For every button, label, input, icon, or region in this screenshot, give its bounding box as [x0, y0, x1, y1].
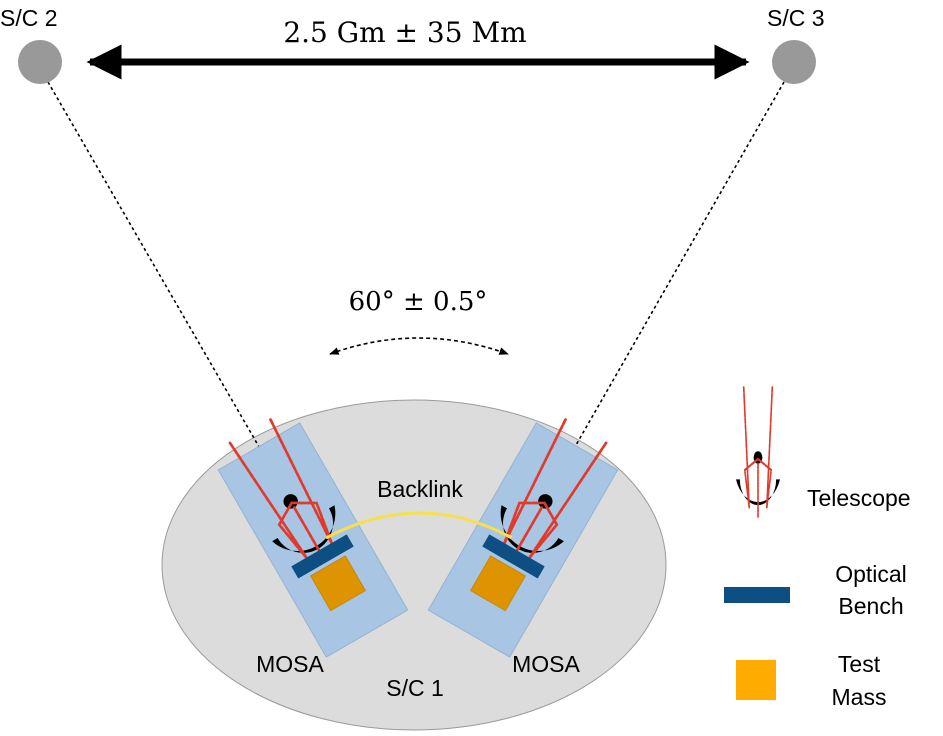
- label-mosa-right: MOSA: [512, 651, 580, 677]
- legend-test-mass-swatch: [736, 660, 776, 700]
- satellite-sc3: [772, 40, 816, 84]
- legend-test-mass-label-2: Mass: [832, 684, 887, 710]
- mosa-left: [217, 411, 409, 658]
- label-sc3: S/C 3: [767, 5, 825, 31]
- test-mass-left: [309, 555, 367, 612]
- mosa-right: [427, 411, 619, 658]
- legend-test-mass-label-1: Test: [838, 651, 881, 677]
- link-line-left: [47, 81, 263, 453]
- legend-optical-bench-swatch: [724, 587, 790, 603]
- legend-telescope-label: Telescope: [807, 485, 911, 511]
- optical-bench-left: [291, 534, 354, 579]
- legend-optical-bench-label-2: Bench: [838, 593, 903, 619]
- legend: Telescope Optical Bench Test Mass: [724, 386, 911, 710]
- label-distance: 2.5 Gm ± 35 Mm: [283, 16, 526, 49]
- label-sc2: S/C 2: [0, 5, 58, 31]
- satellite-sc2: [18, 40, 62, 84]
- legend-telescope-icon: [734, 386, 782, 518]
- test-mass-right: [469, 555, 527, 612]
- label-mosa-left: MOSA: [256, 651, 324, 677]
- label-angle: 60° ± 0.5°: [349, 287, 488, 317]
- label-sc1: S/C 1: [386, 675, 444, 701]
- backlink-fiber: [325, 511, 513, 540]
- label-backlink: Backlink: [377, 476, 463, 502]
- legend-optical-bench-label-1: Optical: [835, 561, 907, 587]
- link-line-right: [571, 81, 785, 453]
- optical-bench-right: [482, 534, 545, 579]
- angle-arrow: [329, 337, 509, 355]
